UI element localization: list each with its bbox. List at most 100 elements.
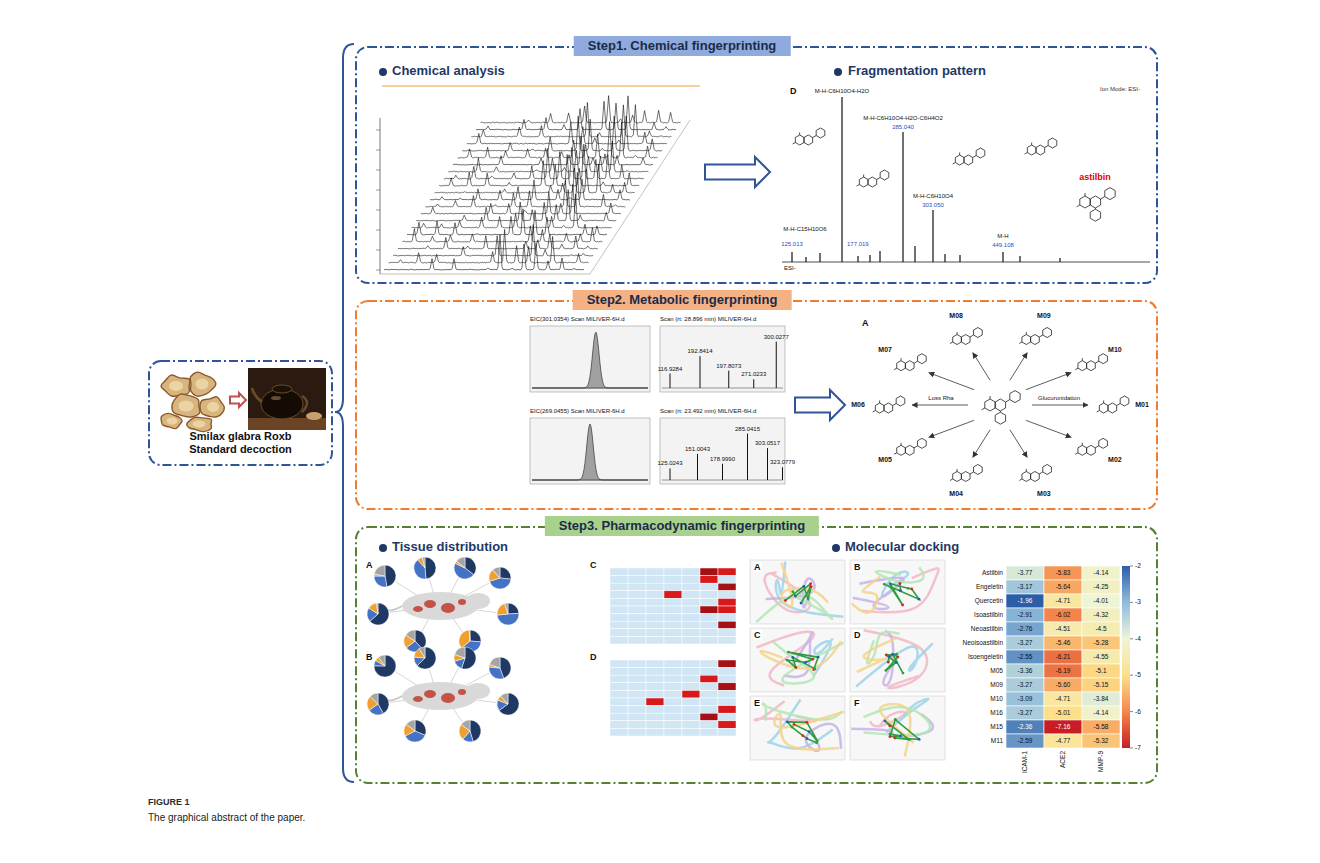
label-text: D [590, 652, 597, 662]
tissue-heatmap [610, 660, 628, 668]
docking-heatmap [1006, 720, 1044, 734]
label-text: 125.0243 [657, 460, 682, 467]
tissue-pie-map [385, 565, 396, 587]
docking-pose [807, 597, 810, 600]
docking-pose [889, 733, 892, 736]
label-text: 285.0415 [735, 426, 760, 433]
tissue-heatmap [718, 621, 736, 629]
docking-pose [883, 720, 886, 723]
tissue-heatmap [718, 660, 736, 668]
docking-pose [894, 718, 897, 721]
label-text: -7.16 [1056, 723, 1071, 730]
tissue-heatmap [610, 598, 628, 606]
tissue-heatmap [700, 683, 718, 691]
molecule-structure [1077, 205, 1080, 207]
process-arrow [230, 393, 246, 407]
metabolic-pathway-arrows [973, 430, 990, 458]
tissue-pie-map [367, 557, 519, 652]
tissue-heatmap [682, 606, 700, 614]
molecule-structure [1026, 332, 1027, 335]
step-heading: Step2. Metabolic fingerprinting [573, 290, 792, 310]
step-heading: Step1. Chemical fingerprinting [574, 36, 791, 56]
docking-heatmap [1006, 566, 1044, 580]
molecule-structure [1075, 453, 1078, 455]
docking-pose [757, 632, 814, 686]
label-text: -5.58 [1094, 723, 1109, 730]
tissue-heatmap [700, 614, 718, 622]
docking-heatmap [1044, 566, 1082, 580]
tissue-heatmap [664, 728, 682, 736]
tissue-heatmap [610, 683, 628, 691]
chromatogram-3d [435, 164, 635, 193]
molecule-structure [1090, 209, 1100, 221]
label-text: M03 [1037, 490, 1051, 498]
tissue-heatmap [700, 728, 718, 736]
molecule-structure [961, 335, 970, 345]
molecule-structure [894, 438, 926, 455]
herb-slices [161, 375, 190, 396]
docking-pose [772, 641, 843, 683]
label-text: 192.8414 [687, 348, 712, 355]
mass-spectrum [902, 132, 903, 262]
molecule-structure [1095, 446, 1099, 448]
tissue-heatmap [610, 583, 628, 591]
label-text: -6.21 [1056, 653, 1071, 660]
label-text: A [753, 562, 762, 572]
molecule-structure [1031, 471, 1040, 481]
spectrum-panel [532, 424, 648, 480]
molecule-structure [877, 178, 881, 180]
tissue-pie-map [489, 667, 504, 679]
tissue-heatmap [700, 583, 718, 591]
tissue-heatmap [682, 706, 700, 714]
molecule-structure [982, 408, 985, 410]
tissue-heatmap [610, 713, 628, 721]
docking-heatmap [1082, 594, 1120, 608]
molecule-structure [955, 155, 964, 165]
tissue-heatmap [718, 598, 736, 606]
label-text: 197.8073 [716, 363, 741, 370]
tissue-pie-map [404, 720, 426, 742]
bullet [834, 68, 842, 76]
tissue-pie-map [422, 557, 425, 568]
docking-heatmap [1082, 650, 1120, 664]
tissue-pie-map [500, 567, 511, 579]
molecule-structure [897, 361, 906, 371]
molecule-structure [896, 396, 905, 406]
dashed-outline [149, 361, 332, 465]
label-text: -1.96 [1018, 597, 1033, 604]
molecule-structure [905, 361, 914, 371]
herb-slices [190, 372, 216, 396]
label-text: ACE2 [1059, 751, 1066, 768]
docking-heatmap [1122, 566, 1130, 748]
tissue-heatmap [664, 583, 682, 591]
docking-pose [918, 598, 921, 601]
chromatogram-3d [376, 250, 380, 251]
molecule-structure [894, 453, 897, 455]
tissue-heatmap [646, 713, 664, 721]
dashed-outline [356, 47, 1157, 283]
molecule-structure [1045, 146, 1049, 148]
molecule-structure [1022, 471, 1031, 481]
molecule-structure [1082, 443, 1083, 446]
tissue-pie-map [441, 693, 455, 703]
chromatogram-3d [382, 86, 700, 87]
docking-heatmap [1044, 734, 1082, 748]
molecule-structure [1019, 328, 1051, 345]
tissue-heatmap [682, 598, 700, 606]
molecule-structure [1025, 138, 1057, 155]
molecule-structure [879, 401, 880, 404]
label-text: -2.55 [1018, 653, 1033, 660]
tissue-heatmap [682, 660, 700, 668]
docking-heatmap [1130, 675, 1133, 676]
molecule-structure [959, 153, 960, 156]
label-text: -2.59 [1018, 737, 1033, 744]
mass-spectrum [791, 252, 792, 262]
tissue-heatmap [700, 721, 718, 729]
tissue-heatmap [610, 675, 628, 683]
molecule-structure [793, 128, 825, 145]
label-text: -4.55 [1094, 653, 1109, 660]
docking-pose [901, 604, 904, 607]
label-text: 125.013 [781, 241, 803, 248]
label-text: Neoastilbin [971, 625, 1003, 632]
docking-pose [802, 585, 805, 588]
